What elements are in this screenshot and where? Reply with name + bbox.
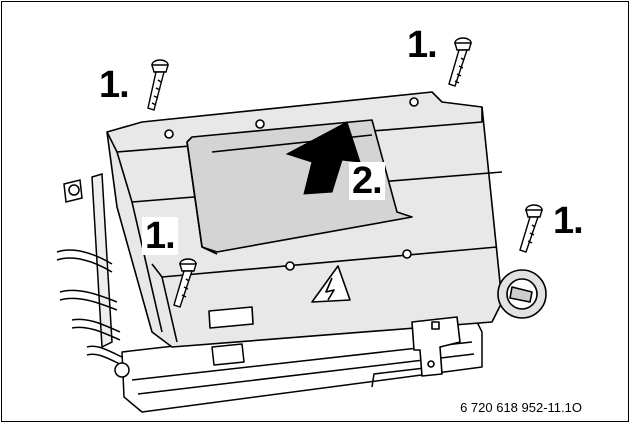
label-screw-top-left: 1. (99, 64, 130, 106)
lift-arrow (285, 121, 361, 195)
label-screw-top-right: 1. (407, 24, 438, 66)
label-screw-front-left: 1. (142, 217, 178, 255)
label-screw-right: 1. (553, 200, 584, 242)
screw-top-right (448, 37, 472, 87)
label-lift-arrow: 2. (349, 162, 385, 200)
screw-top-left (147, 59, 169, 111)
left-pipes (56, 173, 130, 378)
figure-caption: 6 720 618 952-11.1O (460, 400, 582, 415)
screw-front-left (173, 258, 197, 308)
screw-right (519, 204, 543, 253)
